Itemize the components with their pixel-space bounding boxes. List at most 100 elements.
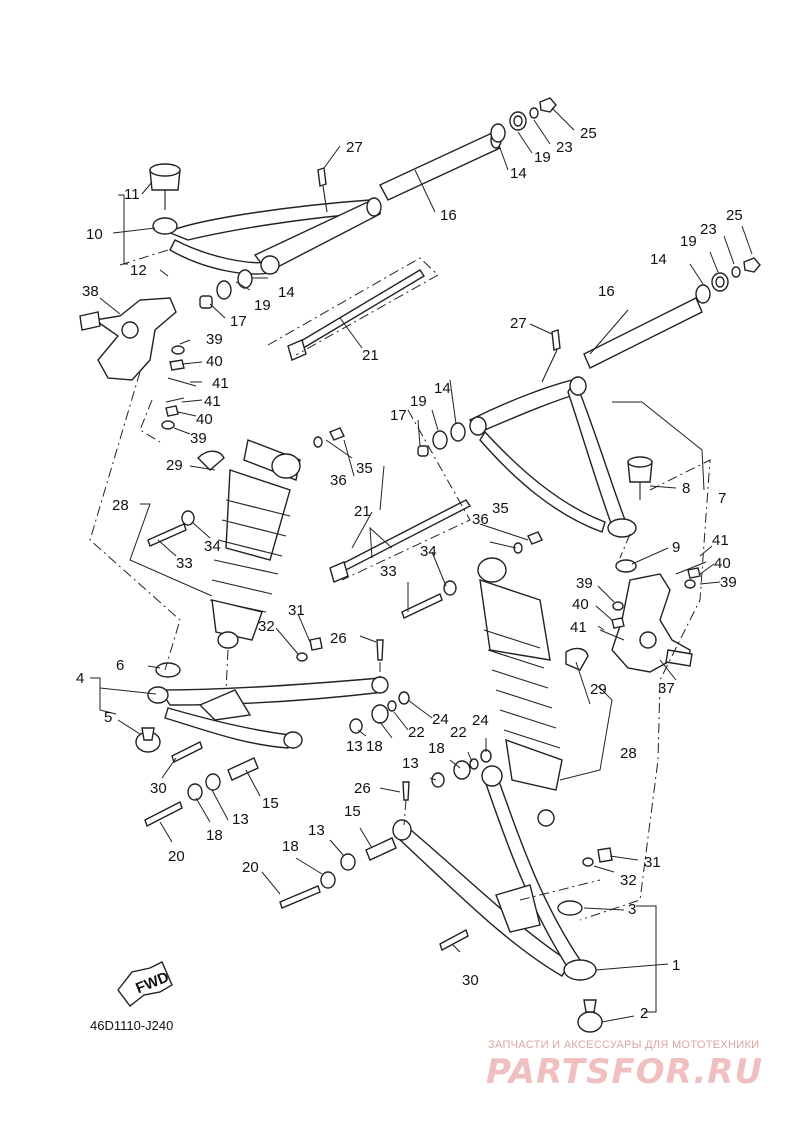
upper-right-bushings xyxy=(417,257,761,457)
callout-18: 18 xyxy=(366,738,383,755)
callout-37: 37 xyxy=(658,680,675,697)
leader-lines xyxy=(90,107,753,1023)
callout-6: 6 xyxy=(116,657,124,674)
callout-20: 20 xyxy=(242,859,259,876)
upper-left-bolt xyxy=(287,269,425,361)
lower-left-a-arm xyxy=(147,676,389,749)
callout-33: 33 xyxy=(176,555,193,572)
left-shock-label xyxy=(197,450,225,471)
upper-left-grease-fitting xyxy=(317,167,328,213)
callout-35: 35 xyxy=(492,500,509,517)
diagram-code: 46D1110-J240 xyxy=(90,1018,173,1033)
callout-18: 18 xyxy=(206,827,223,844)
callout-15: 15 xyxy=(262,795,279,812)
callout-14: 14 xyxy=(650,251,667,268)
callout-19: 19 xyxy=(680,233,697,250)
callout-10: 10 xyxy=(86,226,103,243)
lower-right-a-arm xyxy=(392,765,597,981)
upper-right-pivot-tube xyxy=(583,297,703,369)
callout-25: 25 xyxy=(726,207,743,224)
callout-34: 34 xyxy=(204,538,221,555)
upper-left-a-arm xyxy=(152,197,382,275)
assembly-dash-lines xyxy=(89,249,711,921)
callout-26: 26 xyxy=(354,780,371,797)
callout-19: 19 xyxy=(410,393,427,410)
callout-4: 4 xyxy=(76,670,84,687)
callout-30: 30 xyxy=(150,780,167,797)
callout-13: 13 xyxy=(346,738,363,755)
callout-32: 32 xyxy=(620,872,637,889)
callout-3: 3 xyxy=(628,901,636,918)
callout-8: 8 xyxy=(682,480,690,497)
callout-41: 41 xyxy=(212,375,229,392)
watermark-tagline: ЗАПЧАСТИ И АКСЕССУАРЫ ДЛЯ МОТОТЕХНИКИ xyxy=(488,1039,759,1051)
callout-19: 19 xyxy=(254,297,271,314)
callout-18: 18 xyxy=(282,838,299,855)
callout-21: 21 xyxy=(362,347,379,364)
callout-13: 13 xyxy=(308,822,325,839)
callout-40: 40 xyxy=(196,411,213,428)
callout-22: 22 xyxy=(450,724,467,741)
callout-38: 38 xyxy=(82,283,99,300)
callout-31: 31 xyxy=(288,602,305,619)
left-shock-hardware xyxy=(147,427,345,662)
callout-12: 12 xyxy=(130,262,147,279)
callout-28: 28 xyxy=(112,497,129,514)
upper-right-ball-joint xyxy=(627,456,653,500)
callout-16: 16 xyxy=(598,283,615,300)
callout-14: 14 xyxy=(278,284,295,301)
callout-30: 30 xyxy=(462,972,479,989)
callout-27: 27 xyxy=(510,315,527,332)
callout-11: 11 xyxy=(124,186,140,203)
callout-32: 32 xyxy=(258,618,275,635)
fwd-arrow-icon: FWD xyxy=(117,961,173,1007)
left-shock-absorber xyxy=(209,439,301,649)
callout-31: 31 xyxy=(644,854,661,871)
lower-left-ball-joint xyxy=(135,727,161,753)
callout-33: 33 xyxy=(380,563,397,580)
callout-16: 16 xyxy=(440,207,457,224)
callout-5: 5 xyxy=(104,709,112,726)
right-shock-absorber xyxy=(477,557,563,827)
callout-17: 17 xyxy=(390,407,407,424)
lower-right-ball-joint xyxy=(577,999,603,1033)
upper-left-small-bushings xyxy=(199,269,253,309)
callout-7: 7 xyxy=(718,490,726,507)
upper-left-pivot-tube xyxy=(379,131,502,201)
callout-21: 21 xyxy=(354,503,371,520)
callout-41: 41 xyxy=(712,532,729,549)
upper-right-grease-fitting xyxy=(541,329,561,383)
callout-14: 14 xyxy=(510,165,527,182)
callout-40: 40 xyxy=(714,555,731,572)
callout-24: 24 xyxy=(472,712,489,729)
callout-40: 40 xyxy=(572,596,589,613)
right-shock-hardware xyxy=(401,531,613,867)
callout-36: 36 xyxy=(330,472,347,489)
callout-39: 39 xyxy=(206,331,223,348)
callout-28: 28 xyxy=(620,745,637,762)
callout-19: 19 xyxy=(534,149,551,166)
lower-left-hardware xyxy=(144,639,410,827)
callout-25: 25 xyxy=(580,125,597,142)
callout-labels: 1 2 3 4 5 6 7 8 9 10 11 12 13 13 13 13 1… xyxy=(76,125,743,1022)
callout-34: 34 xyxy=(420,543,437,560)
watermark-brand: PARTSFOR.RU xyxy=(486,1052,763,1092)
callout-40: 40 xyxy=(206,353,223,370)
callout-29: 29 xyxy=(166,457,183,474)
left-knuckle-hardware xyxy=(161,345,197,430)
lower-right-hardware xyxy=(279,749,583,952)
callout-2: 2 xyxy=(640,1005,648,1022)
upper-left-ball-joint xyxy=(149,163,181,210)
callout-22: 22 xyxy=(408,724,425,741)
callout-14: 14 xyxy=(434,380,451,397)
callout-35: 35 xyxy=(356,460,373,477)
callout-39: 39 xyxy=(190,430,207,447)
callout-13: 13 xyxy=(402,755,419,772)
callout-9: 9 xyxy=(672,539,680,556)
right-steering-knuckle xyxy=(611,573,693,673)
callout-39: 39 xyxy=(720,574,737,591)
upper-right-bolt xyxy=(329,499,472,583)
callout-15: 15 xyxy=(344,803,361,820)
callout-41: 41 xyxy=(570,619,587,636)
